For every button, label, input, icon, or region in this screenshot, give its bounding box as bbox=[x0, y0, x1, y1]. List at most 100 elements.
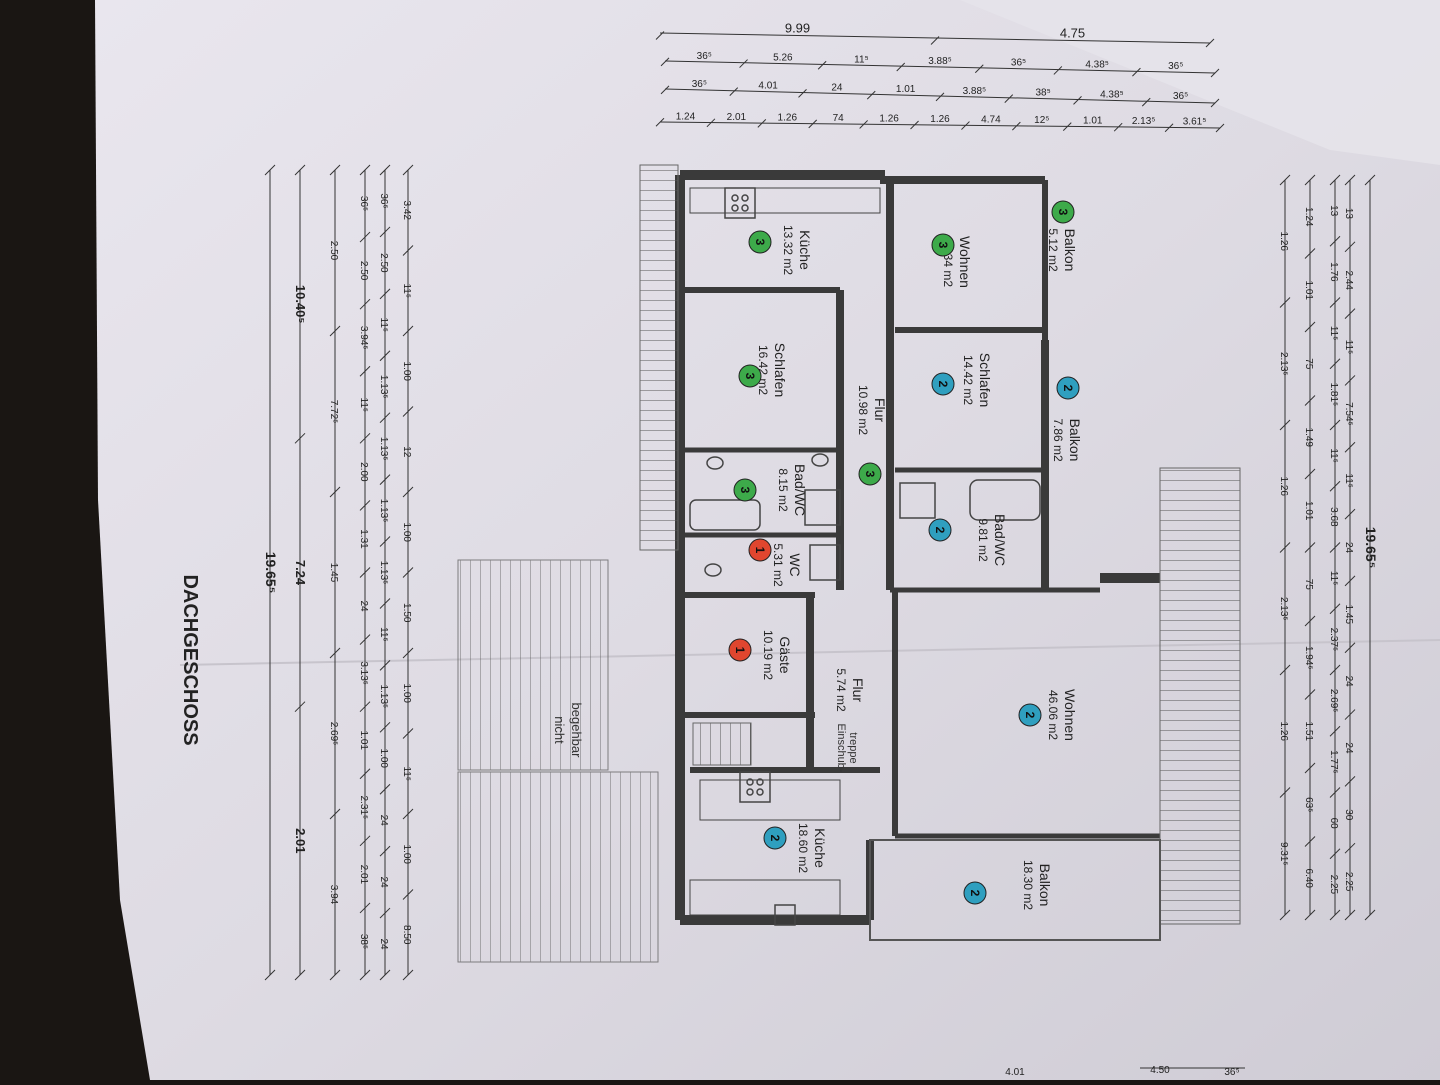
dim-bottom-row3-label-9: 2.31⁵ bbox=[358, 795, 369, 819]
dim-top-total-line bbox=[659, 32, 1211, 44]
dim-bottom-row4-label-2: 1.45 bbox=[328, 563, 339, 583]
unit-marker-balkon2a bbox=[1056, 376, 1080, 400]
dim-right-row2-label-1: 1.76 bbox=[1328, 262, 1339, 282]
unit-marker-gaeste1 bbox=[728, 638, 752, 662]
dim-top-row3-tick-end bbox=[1215, 123, 1225, 133]
dim-top-row2-tick-end bbox=[1210, 98, 1220, 108]
dim-right-row2-tick-10 bbox=[1329, 787, 1341, 798]
dim-right-total-tick-0 bbox=[1364, 174, 1376, 186]
dim-top-row3-label-7: 12⁵ bbox=[1034, 115, 1049, 126]
dim-top-row1-label-4: 36⁵ bbox=[1011, 58, 1026, 69]
unit-marker-balkon3 bbox=[1051, 200, 1075, 224]
dim-bottom-row3-tick-0 bbox=[359, 164, 371, 176]
dim-top-row2-label-1: 4.01 bbox=[758, 81, 778, 92]
dim-bottom-row3-label-11: 38⁵ bbox=[358, 934, 369, 949]
unit-marker-number-balkon2a: 2 bbox=[1061, 385, 1075, 392]
dim-top-row3-label-8: 1.01 bbox=[1083, 116, 1103, 127]
dim-bottom-row2-label-6: 1.13⁵ bbox=[378, 561, 389, 585]
dim-right-row2-tick-2 bbox=[1329, 297, 1341, 308]
dim-bottom-row2-tick-end bbox=[379, 969, 391, 981]
dim-right-row3-tick-1 bbox=[1304, 248, 1316, 259]
room-area-flur3: 10.98 m2 bbox=[856, 385, 870, 435]
dim-bottom-row2-tick-9 bbox=[379, 721, 391, 733]
dim-bottom-row3-label-1: 2.50 bbox=[358, 261, 369, 281]
dim-bottom-row4-tick-4 bbox=[329, 808, 341, 820]
roof-slope-hatch-top bbox=[457, 559, 609, 771]
dim-bottom-row3-label-2: 3.94⁵ bbox=[358, 326, 369, 350]
room-name-flur1: Flur bbox=[850, 678, 866, 702]
dim-bottom-row3-tick-end bbox=[359, 969, 371, 981]
dimension-lines bbox=[264, 31, 1376, 1069]
dim-top-row3-tick-2 bbox=[757, 119, 767, 128]
dim-top-row2-tick-0 bbox=[660, 85, 670, 95]
dim-right-row3-label-5: 75 bbox=[1303, 579, 1314, 591]
dim-bottom-total-tick-0 bbox=[264, 164, 276, 176]
room-area-balkon3: 5.12 m2 bbox=[1046, 228, 1060, 272]
dim-right-row1-tick-7 bbox=[1344, 642, 1356, 654]
dim-right-row3-tick-5 bbox=[1304, 542, 1316, 553]
dim-top-row3-label-1: 2.01 bbox=[727, 112, 747, 123]
dim-top-row3-label-10: 3.61⁵ bbox=[1183, 117, 1207, 128]
unit-marker-wohnen3 bbox=[931, 233, 955, 257]
dim-bottom-total-tick-end bbox=[264, 969, 276, 981]
dim-top-total-label-0: 9.99 bbox=[785, 21, 810, 36]
dim-bottom-row2-label-0: 36⁵ bbox=[378, 193, 389, 208]
dim-bottom-row3-tick-8 bbox=[359, 701, 371, 713]
dim-bottom-row3-tick-11 bbox=[359, 902, 371, 914]
dim-bottom-row3-label-10: 2.01 bbox=[358, 865, 369, 885]
dim-bottom-row3-label-0: 36⁵ bbox=[358, 196, 369, 211]
dim-top-row3-line bbox=[659, 121, 1221, 129]
dim-bottom-row1-tick-7 bbox=[402, 728, 414, 739]
dim-bottom-row3-label-3: 11⁵ bbox=[358, 398, 369, 413]
dim-right-row1-tick-9 bbox=[1344, 776, 1356, 787]
dim-right-row2-tick-11 bbox=[1329, 848, 1341, 860]
room-name-bad3: Bad/WC bbox=[792, 464, 808, 516]
dim-right-row1-label-1: 2.44 bbox=[1343, 270, 1354, 290]
dim-top-row2-label-3: 1.01 bbox=[896, 84, 916, 95]
dim-top-total-tick-1 bbox=[930, 36, 940, 45]
plan-title: DACHGESCHOSS bbox=[179, 574, 201, 745]
dim-bottom-row3-label-7: 3.13⁵ bbox=[358, 661, 369, 685]
room-area-flur1: 5.74 m2 bbox=[834, 668, 848, 712]
dim-right-row4-tick-4 bbox=[1279, 664, 1291, 676]
dim-top-row3-label-4: 1.26 bbox=[879, 113, 899, 124]
room-area-kueche3: 13.32 m2 bbox=[781, 225, 795, 275]
room-name-gaeste1: Gäste bbox=[777, 636, 793, 674]
dim-right-row2-label-0: 13 bbox=[1328, 205, 1339, 217]
dim-top-row2-label-0: 36⁵ bbox=[692, 79, 707, 90]
dim-top-row1-tick-3 bbox=[896, 62, 906, 72]
dim-top-row3-tick-6 bbox=[961, 121, 970, 130]
dim-right-total-tick-end bbox=[1364, 909, 1376, 921]
dim-top-row1-tick-1 bbox=[739, 59, 748, 68]
dim-top-row1-label-5: 4.38⁵ bbox=[1085, 59, 1109, 70]
dim-right-row4-tick-1 bbox=[1279, 297, 1291, 308]
dim-right-row2-label-5: 3.68 bbox=[1328, 507, 1339, 527]
dim-right-row1-label-10: 2.25 bbox=[1343, 872, 1354, 892]
dim-top-row3-label-5: 1.26 bbox=[930, 114, 950, 125]
dim-bottom-row3-label-8: 1.01 bbox=[358, 730, 369, 750]
dim-right-row1-label-4: 11⁵ bbox=[1343, 473, 1354, 488]
dim-bottom-totals-label-0: 10.40⁵ bbox=[293, 285, 308, 324]
dim-right-row3-tick-4 bbox=[1304, 468, 1316, 480]
dim-right-row3-tick-0 bbox=[1304, 174, 1316, 186]
dim-bottom-totals-tick-1 bbox=[294, 432, 306, 444]
unit-marker-flur3 bbox=[858, 462, 882, 486]
dim-bottom-row4-label-1: 7.72⁵ bbox=[328, 400, 339, 424]
dim-top-row2-label-2: 24 bbox=[831, 82, 843, 93]
dim-bottom-row1-tick-8 bbox=[402, 808, 414, 820]
dim-top-row1-tick-0 bbox=[660, 57, 670, 67]
dim-right-row1-tick-1 bbox=[1344, 241, 1356, 253]
dim-misc-label-2: 36⁵ bbox=[1224, 1067, 1239, 1078]
dim-right-row4-label-2: 1.26 bbox=[1278, 477, 1289, 497]
dim-bottom-row2-label-5: 1.13⁵ bbox=[378, 499, 389, 523]
room-name-balkon3: Balkon bbox=[1062, 229, 1078, 272]
dim-bottom-row2-label-2: 11⁵ bbox=[378, 318, 389, 333]
dim-bottom-row2-tick-6 bbox=[379, 536, 391, 547]
dim-right-row1-tick-0 bbox=[1344, 174, 1356, 186]
dim-bottom-row1-tick-2 bbox=[402, 325, 414, 337]
dim-bottom-totals-label-2: 2.01 bbox=[293, 828, 308, 853]
dim-bottom-row2-tick-4 bbox=[379, 412, 391, 424]
